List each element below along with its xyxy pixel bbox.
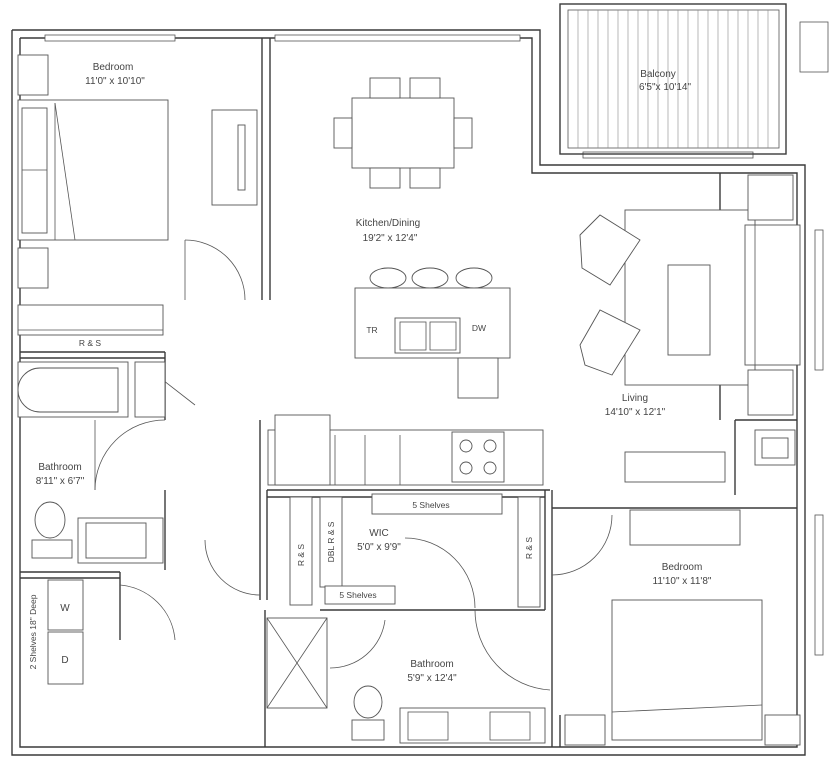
wic-shelves bbox=[289, 493, 541, 608]
bathroom2-size: 5'9" x 12'4" bbox=[407, 673, 457, 684]
bedroom1-size: 11'0" x 10'10" bbox=[85, 76, 145, 87]
bedroom2-size: 11'10" x 11'8" bbox=[653, 576, 712, 587]
bedroom2-furniture bbox=[564, 451, 801, 746]
room-labels: Bedroom 11'0" x 10'10" Balcony 6'5"x 10'… bbox=[36, 62, 712, 684]
kitchen-counter bbox=[267, 414, 544, 486]
bedroom1-furniture bbox=[17, 54, 258, 336]
living-name: Living bbox=[622, 393, 648, 404]
living-furniture bbox=[579, 174, 801, 466]
dining-table bbox=[333, 77, 473, 189]
dbl-rs-label: DBL R & S bbox=[326, 521, 336, 562]
five-shelves-bottom: 5 Shelves bbox=[339, 590, 376, 600]
outer-walls bbox=[11, 21, 829, 756]
bathroom1-fixtures bbox=[17, 361, 166, 564]
rs-label-wic-left: R & S bbox=[296, 544, 306, 567]
five-shelves-top: 5 Shelves bbox=[412, 500, 449, 510]
wic-name: WIC bbox=[369, 528, 388, 539]
tr-label: TR bbox=[366, 325, 377, 335]
rs-label-bedroom1: R & S bbox=[79, 338, 102, 348]
fixture-labels: R & S TR DW 5 Shelves 5 Shelves R & S DB… bbox=[28, 323, 534, 669]
living-size: 14'10" x 12'1" bbox=[605, 407, 666, 418]
bedroom1-name: Bedroom bbox=[93, 62, 134, 73]
dryer-label: D bbox=[61, 655, 68, 666]
rs-label-wic-right: R & S bbox=[524, 537, 534, 560]
balcony-size: 6'5"x 10'14" bbox=[639, 82, 692, 93]
kitchen-name: Kitchen/Dining bbox=[356, 218, 420, 229]
bathroom2-name: Bathroom bbox=[410, 659, 453, 670]
bedroom2-name: Bedroom bbox=[662, 562, 703, 573]
dw-label: DW bbox=[472, 323, 486, 333]
bathroom2-fixtures bbox=[266, 617, 546, 744]
door-swings bbox=[94, 239, 613, 691]
laundry-shelves-label: 2 Shelves 18" Deep bbox=[28, 594, 38, 669]
laundry bbox=[47, 579, 84, 685]
bathroom1-size: 8'11" x 6'7" bbox=[36, 476, 85, 487]
kitchen-size: 19'2" x 12'4" bbox=[363, 233, 418, 244]
bathroom1-name: Bathroom bbox=[38, 462, 81, 473]
kitchen-island bbox=[354, 267, 511, 399]
interior-walls bbox=[20, 38, 797, 747]
washer-label: W bbox=[60, 603, 70, 614]
balcony bbox=[559, 3, 787, 155]
balcony-name: Balcony bbox=[640, 69, 676, 80]
wic-size: 5'0" x 9'9" bbox=[357, 542, 401, 553]
